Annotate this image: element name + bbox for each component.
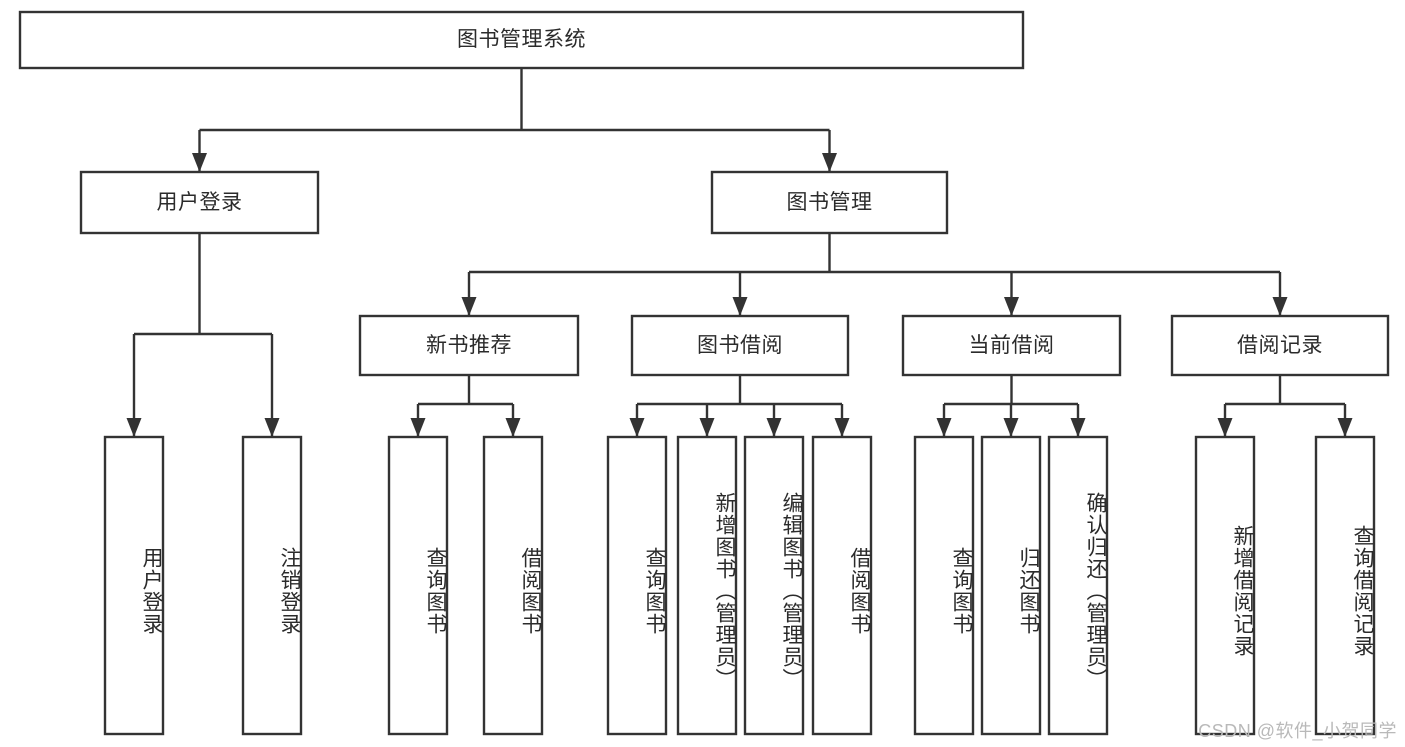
arrow-head-icon-leaf-add-borrow-record: [1217, 418, 1233, 437]
arrow-head-icon-leaf-query-book-current: [936, 418, 952, 437]
arrow-head-icon-leaf-user-login: [126, 418, 142, 437]
arrow-head-icon-leaf-logout-login: [264, 418, 280, 437]
node-box-leaf-confirm-return-admin[interactable]: [1047, 435, 1109, 736]
arrow-head-icon-book-borrow: [732, 297, 748, 316]
node-box-leaf-add-book-admin[interactable]: [676, 435, 738, 736]
node-box-leaf-query-book-borrow[interactable]: [606, 435, 668, 736]
node-box-leaf-query-borrow-record[interactable]: [1314, 435, 1376, 736]
node-box-root[interactable]: [18, 10, 1025, 70]
node-box-current-borrow[interactable]: [901, 314, 1122, 377]
arrow-head-icon-leaf-confirm-return-admin: [1070, 418, 1086, 437]
arrow-head-icon-leaf-edit-book-admin: [766, 418, 782, 437]
node-box-leaf-query-book-current[interactable]: [913, 435, 975, 736]
connector-lines: [126, 68, 1353, 437]
arrow-head-icon-new-book-recommend: [461, 297, 477, 316]
arrow-head-icon-leaf-return-book: [1003, 418, 1019, 437]
arrow-head-icon-leaf-query-book-borrow: [629, 418, 645, 437]
node-box-book-manage[interactable]: [710, 170, 949, 235]
arrow-head-icon-leaf-borrow-book: [834, 418, 850, 437]
arrow-head-icon-leaf-query-book-recommend: [410, 418, 426, 437]
node-box-new-book-recommend[interactable]: [358, 314, 580, 377]
arrow-head-icon-current-borrow: [1004, 297, 1019, 316]
node-box-leaf-borrow-book-recommend[interactable]: [482, 435, 544, 736]
node-box-user-login[interactable]: [79, 170, 320, 235]
node-box-leaf-logout-login[interactable]: [241, 435, 303, 736]
arrow-head-icon-user-login: [192, 153, 207, 172]
node-boxes: [18, 10, 1390, 736]
node-box-leaf-add-borrow-record[interactable]: [1194, 435, 1256, 736]
node-box-leaf-borrow-book[interactable]: [811, 435, 873, 736]
arrow-head-icon-leaf-query-borrow-record: [1337, 418, 1353, 437]
csdn-watermark: CSDN @软件_小贺同学: [1198, 721, 1397, 741]
node-box-borrow-record[interactable]: [1170, 314, 1390, 377]
node-box-leaf-edit-book-admin[interactable]: [743, 435, 805, 736]
arrow-head-icon-book-manage: [822, 153, 837, 172]
node-box-leaf-query-book-recommend[interactable]: [387, 435, 449, 736]
arrow-head-icon-leaf-borrow-book-recommend: [505, 418, 521, 437]
node-box-leaf-return-book[interactable]: [980, 435, 1042, 736]
arrow-head-icon-leaf-add-book-admin: [699, 418, 715, 437]
arrow-head-icon-borrow-record: [1272, 297, 1288, 316]
node-box-leaf-user-login[interactable]: [103, 435, 165, 736]
node-box-book-borrow[interactable]: [630, 314, 850, 377]
